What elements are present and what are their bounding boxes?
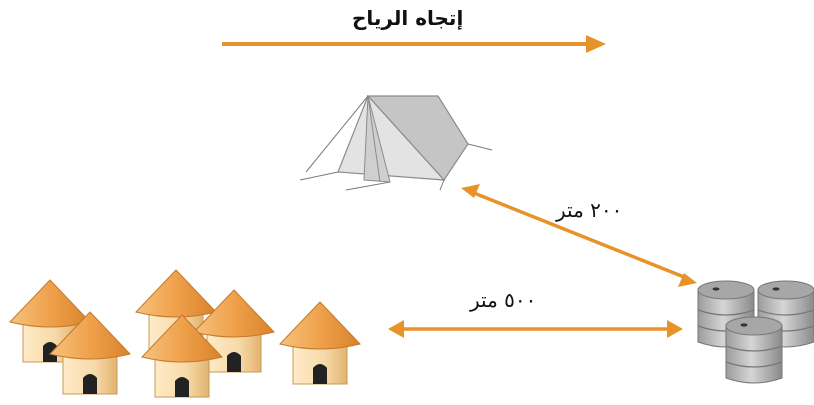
tent-barrels-arrow [461,184,697,287]
hut-icon [279,301,361,385]
huts-barrels-arrow [388,320,683,338]
wind-direction-label: إتجاه الرياح [352,6,464,30]
barrels-group [697,280,814,384]
barrel-icon [725,316,783,384]
huts-distance-label: ٥٠٠ متر [470,288,537,312]
huts-group [9,269,361,398]
tent-icon [299,94,493,191]
wind-arrow [222,35,606,53]
tent-distance-label: ٢٠٠ متر [556,198,623,222]
